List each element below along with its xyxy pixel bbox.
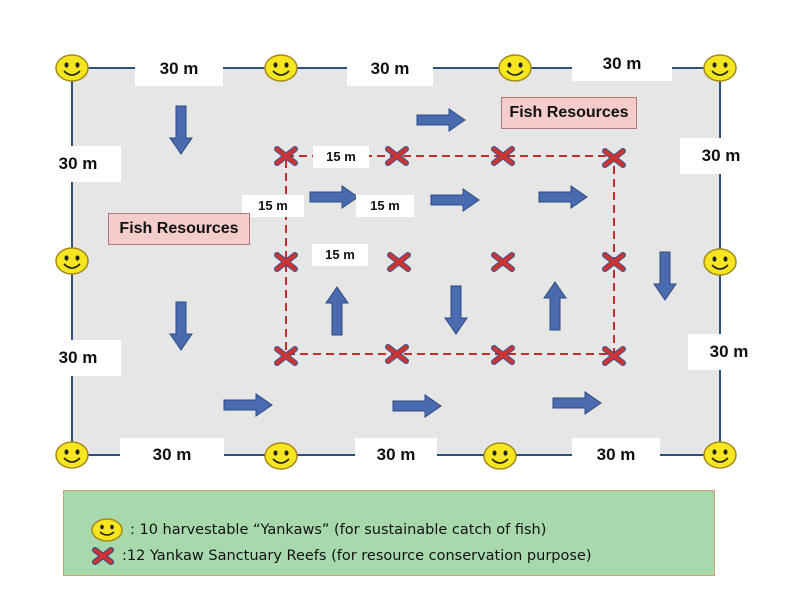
- smiley-face-icon: [264, 54, 298, 82]
- legend-yankaw-text: : 10 harvestable “Yankaws” (for sustaina…: [130, 522, 547, 538]
- dimension-label-top-right: 30 m: [572, 47, 672, 81]
- legend: : 10 harvestable “Yankaws” (for sustaina…: [63, 490, 715, 576]
- sanctuary-boundary: [285, 155, 615, 355]
- legend-row-reef: :12 Yankaw Sanctuary Reefs (for resource…: [90, 545, 592, 567]
- dimension-label-bottom-right: 30 m: [572, 438, 660, 472]
- smiley-face-icon: [703, 54, 737, 82]
- smiley-face-icon: [703, 248, 737, 276]
- dimension-label-bottom-left: 30 m: [120, 438, 224, 472]
- fish-resources-label: Fish Resources: [501, 97, 637, 129]
- inner-span-label-mid: 15 m: [356, 195, 414, 217]
- smiley-face-icon: [483, 442, 517, 470]
- red-x-icon: [92, 547, 114, 565]
- fish-resources-label: Fish Resources: [108, 213, 250, 245]
- smiley-face-icon: [703, 441, 737, 469]
- legend-row-yankaw: : 10 harvestable “Yankaws” (for sustaina…: [90, 517, 546, 543]
- dimension-label-left-lower: 30 m: [35, 340, 121, 376]
- inner-span-label-top: 15 m: [313, 146, 369, 168]
- smiley-face-icon: [91, 518, 123, 542]
- smiley-face-icon: [264, 442, 298, 470]
- dimension-label-top-left: 30 m: [135, 52, 223, 86]
- dimension-label-right-lower: 30 m: [688, 334, 770, 370]
- smiley-face-icon: [498, 54, 532, 82]
- dimension-label-left-upper: 30 m: [35, 146, 121, 182]
- inner-span-label-left: 15 m: [242, 195, 304, 217]
- dimension-label-top-mid: 30 m: [347, 52, 433, 86]
- dimension-label-bottom-mid: 30 m: [355, 438, 437, 472]
- dimension-label-right-upper: 30 m: [680, 138, 762, 174]
- smiley-face-icon: [55, 54, 89, 82]
- smiley-face-icon: [55, 441, 89, 469]
- inner-span-label-vertical: 15 m: [312, 244, 368, 266]
- legend-reef-text: :12 Yankaw Sanctuary Reefs (for resource…: [122, 548, 592, 564]
- smiley-face-icon: [55, 247, 89, 275]
